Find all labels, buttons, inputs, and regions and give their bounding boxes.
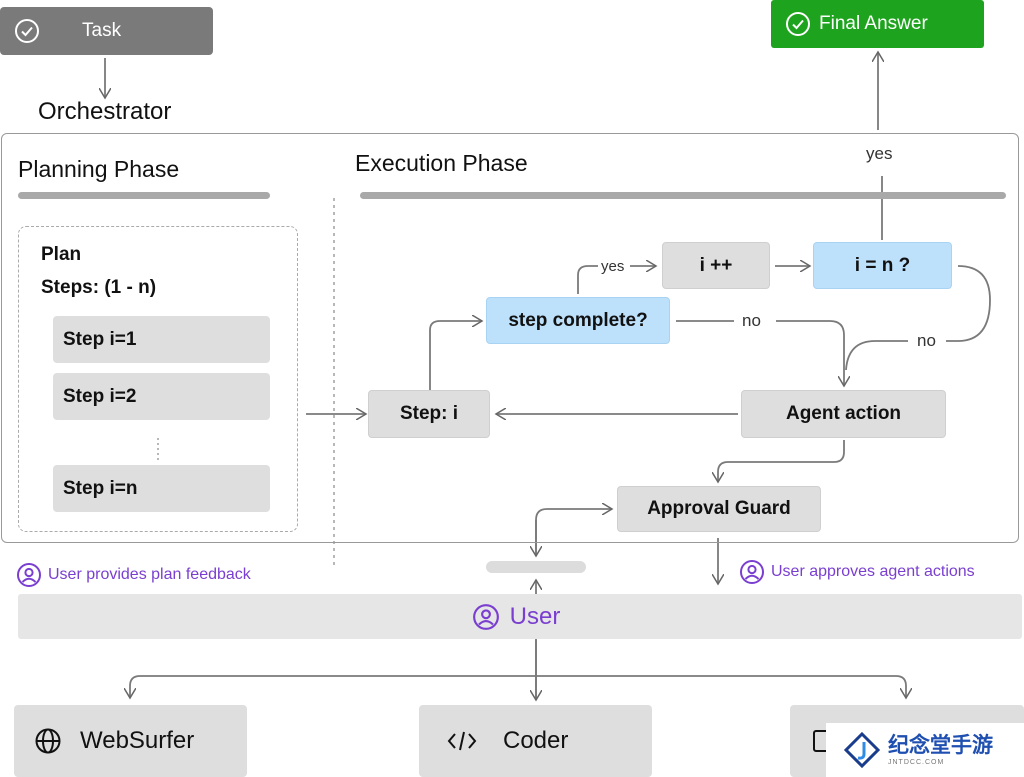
user-bar-label: User [509, 602, 561, 630]
approves-note: User approves agent actions [739, 559, 975, 585]
websurfer-label: WebSurfer [80, 727, 195, 754]
final-answer-label: Final Answer [819, 13, 928, 34]
plan-step-n: Step i=n [53, 465, 270, 512]
planning-phase-title: Planning Phase [18, 156, 180, 182]
final-answer-box: Final Answer [771, 0, 984, 48]
i-equals-n-node: i = n ? [813, 242, 952, 289]
check-circle-icon [14, 18, 40, 44]
watermark: 纪念堂手游 JNTDCC.COM [826, 723, 1024, 777]
logo-icon [844, 732, 880, 768]
no-label-loop: no [917, 331, 936, 350]
task-box: Task [0, 7, 213, 55]
watermark-text: 纪念堂手游 [888, 732, 993, 757]
execution-phase-title: Execution Phase [355, 150, 528, 176]
orchestrator-container [1, 133, 1019, 543]
yes-label-step: yes [601, 258, 625, 275]
plan-feedback-note: User provides plan feedback [16, 562, 251, 588]
code-icon [447, 729, 477, 753]
task-label: Task [82, 20, 122, 41]
user-icon [739, 559, 765, 585]
planning-phase-rule [18, 192, 270, 199]
no-label-step: no [742, 311, 761, 330]
plan-label: Plan [41, 244, 82, 265]
coder-agent: Coder [419, 705, 652, 777]
yes-label-final: yes [866, 144, 893, 163]
globe-icon [34, 727, 62, 755]
i-increment-node: i ++ [662, 242, 770, 289]
coder-label: Coder [503, 727, 569, 754]
websurfer-agent: WebSurfer [14, 705, 247, 777]
watermark-sub: JNTDCC.COM [888, 758, 945, 766]
plan-box [18, 226, 298, 532]
connector-pill [486, 561, 586, 573]
steps-label: Steps: (1 - n) [41, 277, 157, 298]
step-complete-node: step complete? [486, 297, 670, 344]
agent-action-node: Agent action [741, 390, 946, 438]
user-icon [472, 603, 500, 631]
user-icon [16, 562, 42, 588]
plan-step-1: Step i=1 [53, 316, 270, 363]
orchestrator-label: Orchestrator [38, 98, 172, 125]
check-circle-icon [785, 11, 811, 37]
approval-guard-node: Approval Guard [617, 486, 821, 532]
plan-step-2: Step i=2 [53, 373, 270, 420]
step-i-node: Step: i [368, 390, 490, 438]
execution-phase-rule [360, 192, 1006, 199]
user-bar: User [18, 594, 1022, 639]
